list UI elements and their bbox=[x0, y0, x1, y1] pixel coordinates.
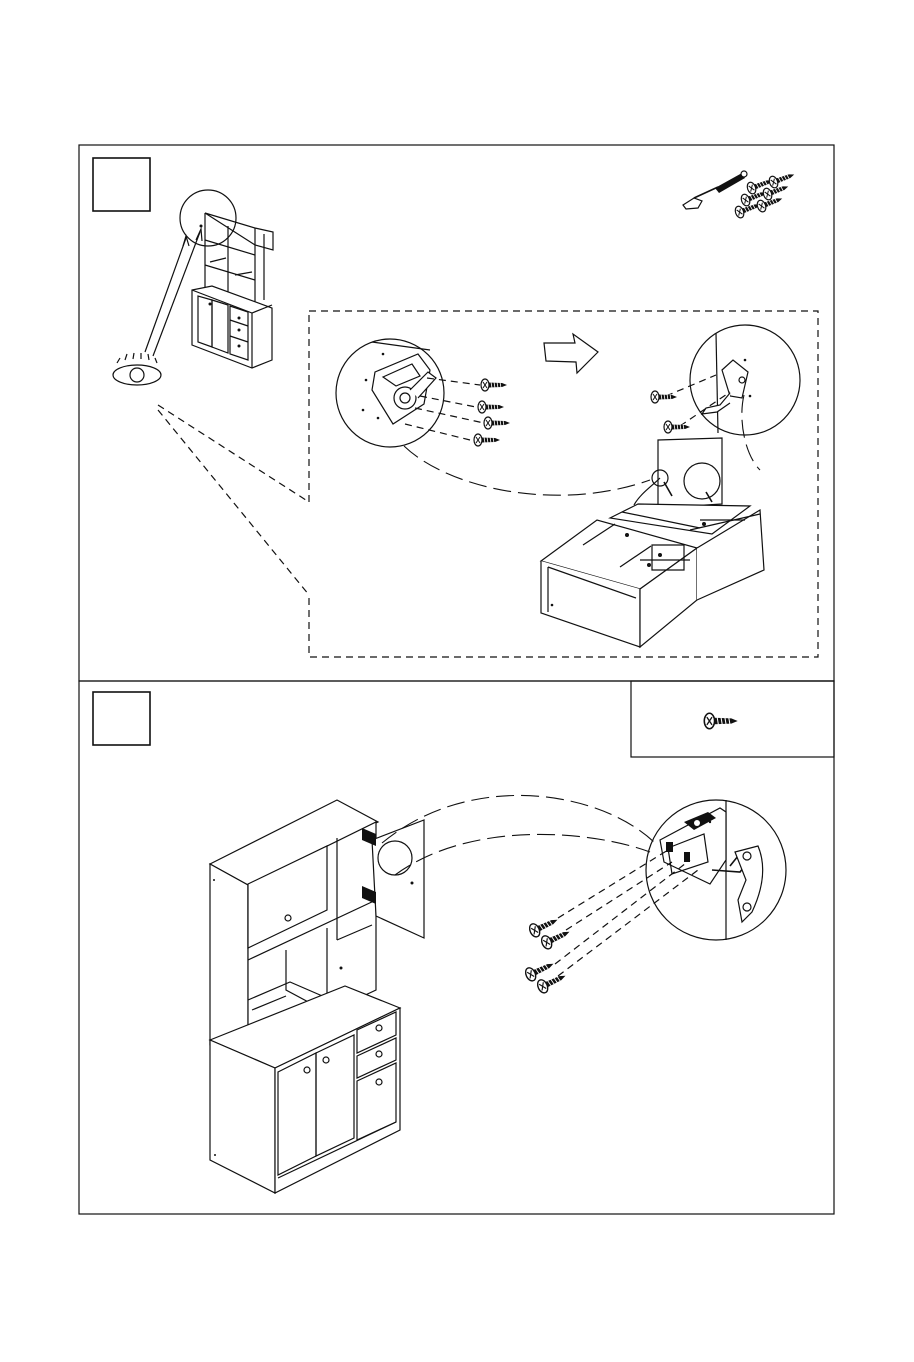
eye-icon bbox=[113, 229, 202, 385]
step-2-number-box bbox=[93, 692, 150, 745]
screw-icon bbox=[704, 713, 737, 728]
step-1-number-box bbox=[93, 158, 150, 211]
cabinet-overview bbox=[180, 190, 273, 368]
screw-icon bbox=[664, 421, 690, 433]
tall-cabinet bbox=[210, 800, 424, 1193]
gas-strut-icon bbox=[683, 171, 747, 209]
screw-icon bbox=[484, 417, 510, 429]
hinge-zoom bbox=[646, 800, 786, 940]
step-2-panel bbox=[79, 681, 834, 1214]
arrow-right-icon bbox=[544, 334, 598, 373]
cabinet-carcass bbox=[541, 438, 764, 647]
screw-icon bbox=[528, 914, 561, 939]
screw-icon bbox=[478, 401, 504, 413]
step-1-panel bbox=[79, 145, 834, 681]
screw-icon bbox=[536, 970, 569, 995]
screw-icon bbox=[651, 391, 677, 403]
screw-icon bbox=[524, 958, 557, 983]
screw-icon bbox=[474, 434, 500, 446]
hinge-zoom-left bbox=[336, 339, 484, 447]
screw-icon bbox=[481, 379, 507, 391]
